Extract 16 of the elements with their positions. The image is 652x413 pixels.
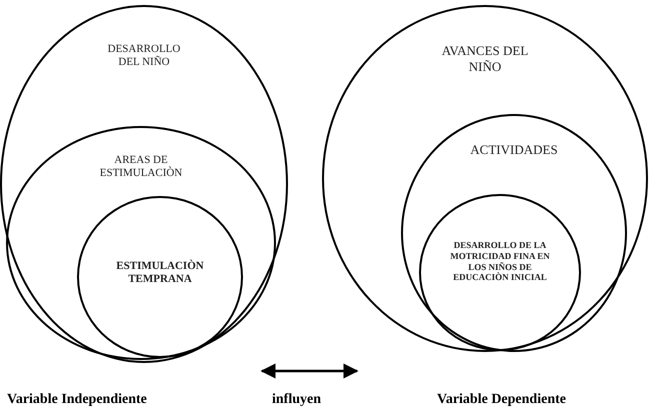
nested-circle <box>77 196 243 358</box>
nested-circle <box>6 126 276 360</box>
nested-circle <box>401 114 627 352</box>
edge-label: influyen <box>270 392 324 408</box>
circle-label: DESARROLLO DE LA MOTRICIDAD FINA EN LOS NIÑOS DE EDUCACIÒN INICIAL <box>449 240 551 284</box>
nested-circle <box>0 5 288 363</box>
nested-circle <box>322 5 648 352</box>
variable-caption: Variable Independiente <box>5 392 149 408</box>
double-arrow <box>260 364 358 378</box>
circle-label: DESARROLLO DEL NIÑO <box>106 43 182 70</box>
circle-label: ESTIMULACIÒN TEMPRANA <box>115 260 205 286</box>
circle-label: AVANCES DEL NIÑO <box>440 43 530 74</box>
variable-caption: Variable Dependiente <box>435 392 568 408</box>
nested-circle <box>419 194 581 351</box>
circle-label: AREAS DE ESTIMULACIÒN <box>98 154 184 180</box>
circle-label: ACTIVIDADES <box>469 142 559 158</box>
